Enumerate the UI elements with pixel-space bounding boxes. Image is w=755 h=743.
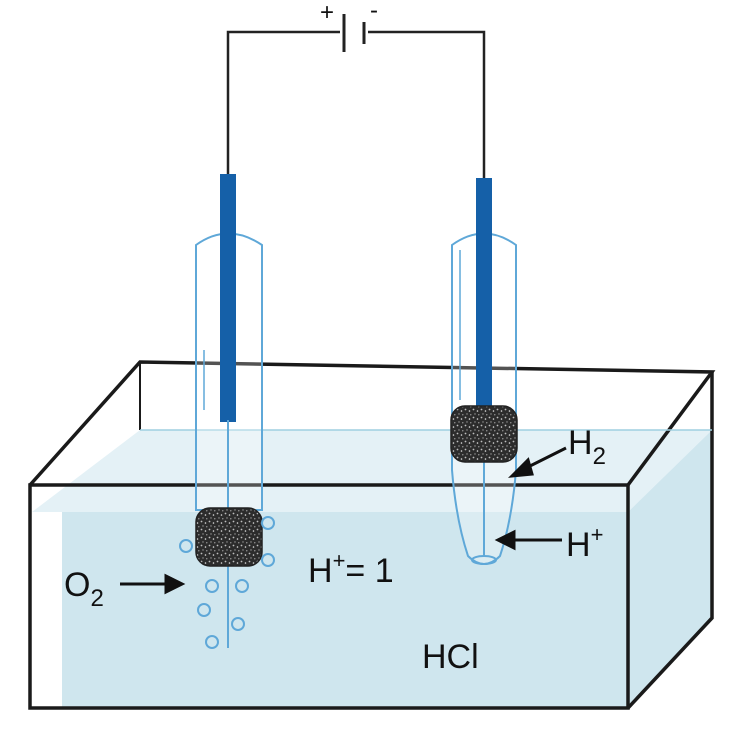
- wire-right: [368, 30, 486, 180]
- labels: H2 H+ O2 H+= 1 HCl: [64, 424, 606, 676]
- tank-right-face-edge: [626, 372, 714, 710]
- left-electrode-assembly: [179, 174, 275, 649]
- right-electrode-rod: [476, 178, 492, 416]
- solution-label: HCl: [422, 638, 479, 676]
- tank-front-face: [28, 483, 630, 710]
- tank: [28, 360, 716, 710]
- battery-plus-label: +: [320, 0, 334, 26]
- liquid-surface: [32, 430, 712, 512]
- tank-back-edge: [28, 360, 716, 487]
- arrows: [120, 446, 567, 595]
- concentration-label: H+= 1: [308, 548, 394, 590]
- left-electrode-rod: [220, 174, 236, 422]
- circuit: + -: [226, 0, 486, 180]
- o2-label: O2: [64, 566, 104, 612]
- tank-front-liquid: [62, 512, 628, 708]
- right-catalyst-disc: [450, 405, 518, 463]
- left-catalyst-disc: [195, 507, 263, 567]
- wire-left: [226, 30, 340, 175]
- battery-minus-label: -: [370, 0, 378, 24]
- h2-arrow-head: [507, 457, 534, 478]
- right-electrode-assembly: [450, 178, 518, 565]
- h2-label: H2: [568, 424, 606, 470]
- hplus-arrow-head: [494, 529, 516, 551]
- o2-arrow-head: [164, 573, 186, 595]
- hplus-label: H+: [566, 522, 603, 564]
- oxygen-bubbles: [179, 516, 275, 649]
